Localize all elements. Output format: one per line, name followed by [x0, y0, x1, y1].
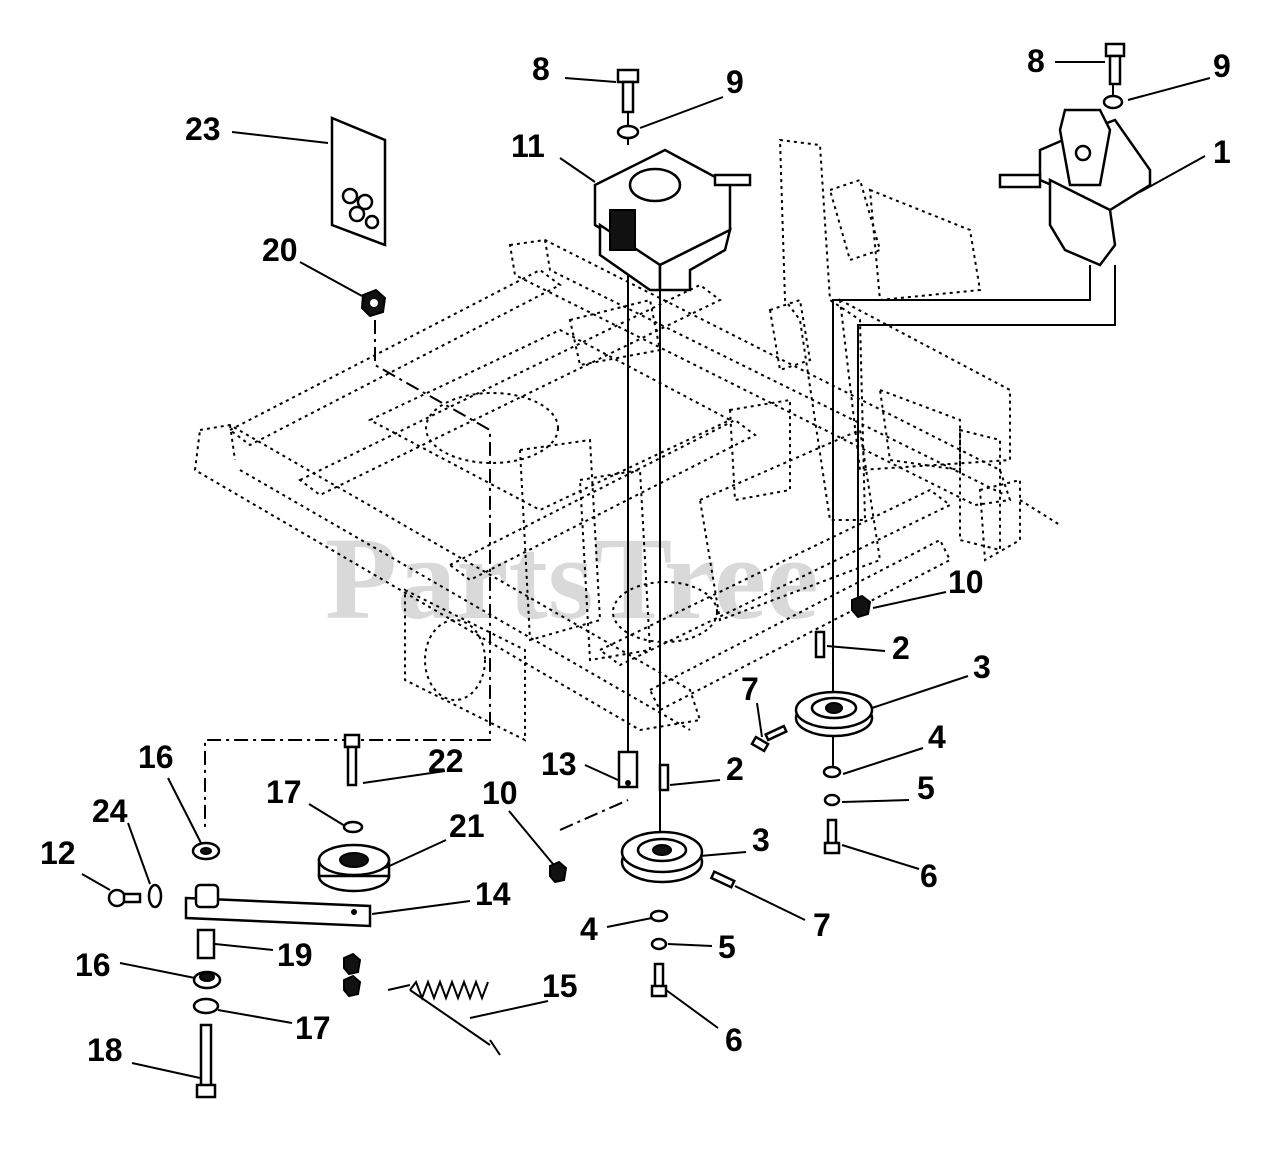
washer-17-upper	[342, 820, 364, 834]
idler-arm-14	[184, 883, 372, 928]
pulley-3-left	[620, 830, 704, 884]
callout-10: 10	[482, 775, 518, 811]
callout-2: 2	[892, 630, 910, 666]
key-2-left	[658, 763, 670, 792]
washer-24	[147, 883, 163, 909]
leader-lines	[81, 61, 1211, 1079]
washer-17-lower	[192, 997, 220, 1015]
callout-22: 22	[428, 743, 464, 779]
callout-20: 20	[262, 232, 298, 268]
callout-10: 10	[948, 564, 984, 600]
lockwasher-5-left	[650, 937, 668, 951]
bushing-16-upper	[191, 841, 221, 861]
bushing-16-lower	[192, 970, 222, 990]
bolt-22	[343, 733, 361, 787]
callout-14: 14	[475, 876, 511, 912]
transmission-1	[998, 108, 1152, 267]
bolt-6-left	[650, 962, 668, 998]
screw-12	[107, 888, 142, 908]
callout-4: 4	[580, 911, 598, 947]
callout-19: 19	[277, 937, 313, 973]
nut-10-right	[851, 594, 872, 619]
callout-18: 18	[87, 1032, 123, 1068]
washer-4-right	[822, 765, 842, 779]
callout-11: 11	[511, 128, 545, 164]
callout-3: 3	[973, 649, 991, 685]
callout-17: 17	[295, 1010, 331, 1046]
callout-16: 16	[75, 947, 111, 983]
callout-13: 13	[541, 746, 577, 782]
callout-labels: 8 9 11 23 20 8 9 1 10 2 3 7 4 5 6 16 22 …	[40, 43, 1231, 1068]
nut-10-left	[549, 860, 568, 884]
lockwasher-5-right	[823, 793, 841, 807]
idler-pulley-21	[317, 843, 391, 893]
decal-23	[330, 116, 387, 247]
callout-5: 5	[718, 929, 736, 965]
watermark-text: PartsTree	[325, 513, 819, 644]
callout-4: 4	[928, 719, 946, 755]
callout-23: 23	[185, 111, 221, 147]
callout-17: 17	[266, 774, 302, 810]
callout-21: 21	[449, 808, 485, 844]
callout-5: 5	[917, 770, 935, 806]
callout-1: 1	[1213, 134, 1231, 170]
callout-9: 9	[1213, 48, 1231, 84]
callout-7: 7	[813, 907, 831, 943]
callout-9: 9	[726, 64, 744, 100]
bolt-8-right	[1104, 42, 1126, 86]
callout-24: 24	[92, 793, 128, 829]
callout-8: 8	[1027, 43, 1045, 79]
callout-8: 8	[532, 51, 550, 87]
pulley-3-right	[794, 690, 874, 738]
setscrew-7-right	[750, 724, 788, 753]
nut-arm-upper	[343, 952, 362, 976]
nut-arm-lower	[343, 974, 362, 998]
callout-15: 15	[542, 968, 578, 1004]
bracket-13	[617, 750, 639, 789]
callout-6: 6	[725, 1022, 743, 1058]
washer-9-left	[616, 124, 640, 140]
washer-9-right	[1102, 94, 1124, 110]
callout-3: 3	[752, 822, 770, 858]
callout-16: 16	[138, 739, 174, 775]
setscrew-7-left	[709, 869, 736, 889]
washer-4-left	[649, 909, 669, 923]
mower-frame	[193, 138, 1061, 742]
nut-20	[360, 288, 387, 318]
spacer-19	[196, 928, 216, 960]
callout-12: 12	[40, 835, 76, 871]
spring-15	[387, 979, 501, 1056]
callout-6: 6	[920, 858, 938, 894]
callout-7: 7	[741, 671, 759, 707]
callout-2: 2	[726, 751, 744, 787]
bolt-8-left	[616, 68, 640, 114]
transmission-11	[593, 148, 752, 292]
bolt-6-right	[823, 818, 841, 855]
key-2-right	[814, 630, 826, 659]
bolt-18	[195, 1023, 217, 1099]
